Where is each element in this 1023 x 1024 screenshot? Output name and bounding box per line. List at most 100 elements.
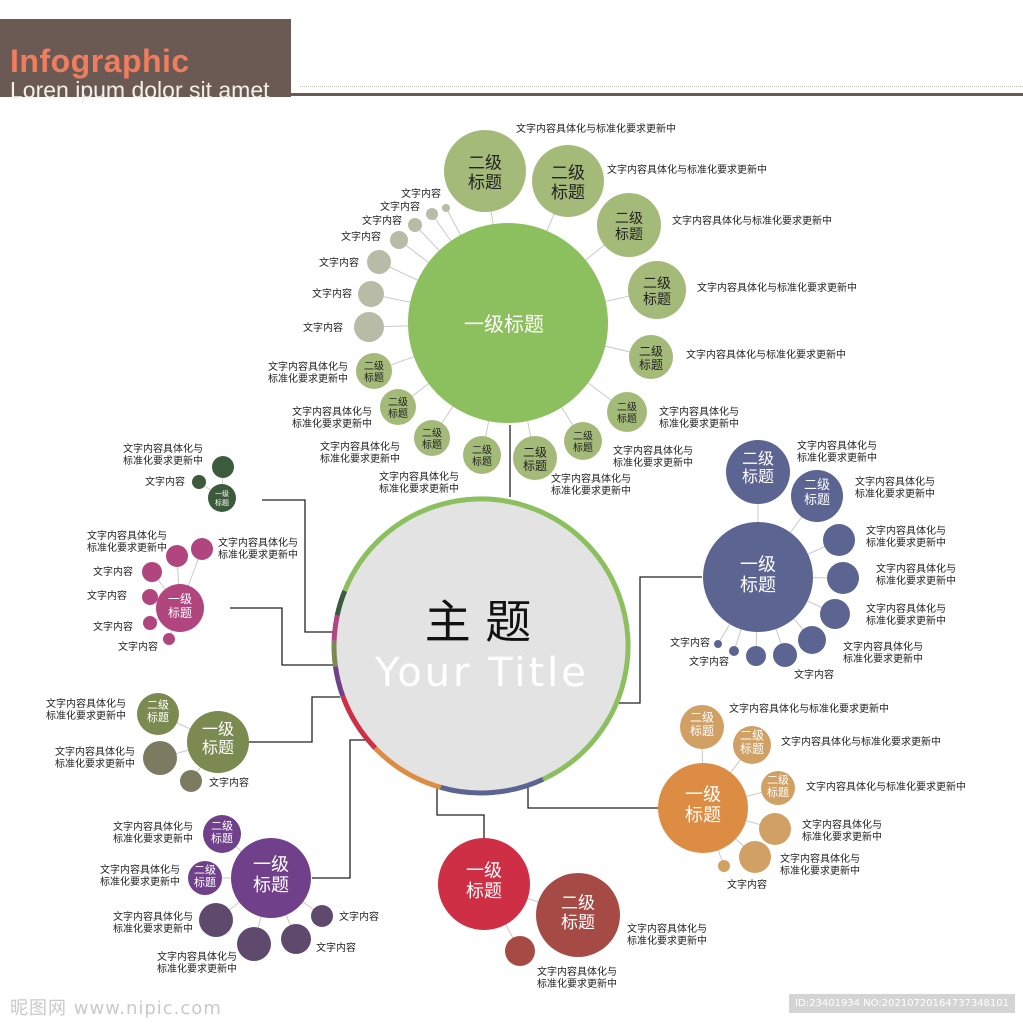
text-label: 文字内容 (339, 910, 379, 923)
center-subtitle: Your Title (374, 650, 589, 696)
text-dot-orange (718, 860, 730, 872)
level2-node-green (564, 422, 602, 460)
description-text: 文字内容具体化与 (113, 910, 193, 923)
description-text: 文字内容具体化与 (292, 405, 372, 418)
text-label: 文字内容 (794, 668, 834, 681)
description-text: 文字内容具体化与标准化要求更新中 (806, 780, 966, 793)
text-dot-navy (823, 524, 855, 556)
node-label: 二级 (690, 710, 714, 724)
text-dot-pink (143, 616, 157, 630)
node-label: 标题 (740, 575, 776, 596)
description-text: 标准化要求更新中 (320, 452, 400, 465)
node-label: 二级 (643, 276, 671, 292)
header-rule (291, 93, 1023, 96)
level2-node-orange (761, 771, 795, 805)
text-dot-purple (237, 927, 271, 961)
text-dot-orange (739, 841, 771, 873)
node-label: 二级 (767, 773, 789, 786)
text-label: 文字内容 (93, 620, 133, 633)
text-label: 文字内容 (689, 655, 729, 668)
description-text: 标准化要求更新中 (866, 614, 946, 627)
level2-node-red (536, 873, 620, 957)
description-text: 标准化要求更新中 (379, 482, 459, 495)
node-label: 标题 (617, 413, 637, 425)
node-label: 二级 (740, 728, 764, 742)
description-text: 文字内容具体化与 (843, 640, 923, 653)
text-dot-dark-green (212, 456, 234, 478)
description-text: 文字内容具体化与 (780, 852, 860, 865)
node-label: 标题 (685, 805, 721, 826)
description-text: 文字内容具体化与 (123, 442, 203, 455)
description-text: 标准化要求更新中 (843, 652, 923, 665)
description-text: 标准化要求更新中 (123, 454, 203, 467)
node-label: 标题 (551, 183, 585, 203)
node-label: 标题 (804, 493, 830, 508)
text-dot-purple (311, 905, 333, 927)
node-label: 二级 (422, 428, 442, 440)
footer: 昵图网 www.nipic.com ID:23401934 NO:2021072… (0, 990, 1023, 1024)
text-dot-red (505, 936, 535, 966)
description-text: 文字内容具体化与 (551, 472, 631, 485)
text-dot-olive (180, 770, 202, 792)
node-label: 标题 (211, 831, 233, 845)
node-label: 标题 (466, 881, 502, 902)
description-text: 文字内容具体化与 (157, 950, 237, 963)
description-text: 文字内容具体化与标准化要求更新中 (607, 163, 767, 176)
level2-node-green (607, 392, 647, 432)
center-ring-segment (331, 614, 340, 641)
node-label: 标题 (742, 467, 774, 486)
text-label: 文字内容 (93, 565, 133, 578)
description-text: 标准化要求更新中 (780, 864, 860, 877)
level2-node-navy (791, 470, 843, 522)
center-ring-segment (331, 640, 338, 667)
text-dot-grey (354, 312, 384, 342)
level1-title: 一级标题 (464, 312, 544, 336)
text-label: 文字内容 (401, 187, 441, 200)
text-dot-grey (367, 250, 391, 274)
description-text: 文字内容具体化与 (55, 745, 135, 758)
description-text: 标准化要求更新中 (100, 875, 180, 888)
level2-node-green (380, 389, 416, 425)
text-label: 文字内容 (312, 287, 352, 300)
description-text: 标准化要求更新中 (113, 832, 193, 845)
header-subtitle: Loren ipum dolor sit amet (10, 77, 270, 103)
node-label: 一级 (202, 720, 234, 739)
node-label: 标题 (388, 408, 408, 420)
level2-node-purple (203, 815, 241, 853)
text-label: 文字内容 (303, 321, 343, 334)
level1-node-dark-green (208, 484, 236, 512)
level1-node-green (408, 223, 608, 423)
node-label: 二级 (742, 449, 774, 468)
node-label: 一级 (253, 854, 289, 875)
text-label: 文字内容 (380, 200, 420, 213)
text-label: 文字内容 (362, 214, 402, 227)
node-label: 二级 (573, 431, 593, 443)
node-label: 标题 (422, 439, 442, 451)
description-text: 文字内容具体化与标准化要求更新中 (516, 122, 676, 135)
level1-node-olive (187, 711, 249, 773)
description-text: 标准化要求更新中 (876, 574, 956, 587)
text-dot-olive (143, 741, 177, 775)
node-label: 标题 (364, 372, 384, 384)
center-title: 主 题 (425, 595, 532, 649)
text-label: 文字内容 (341, 230, 381, 243)
text-label: 文字内容 (209, 776, 249, 789)
header-banner: Infographic Loren ipum dolor sit amet (0, 19, 291, 103)
node-label: 一级 (215, 489, 229, 498)
footer-id-badge: ID:23401934 NO:20210720164737348101 (789, 994, 1015, 1013)
center-ring-segment (332, 666, 346, 698)
node-label: 一级 (466, 860, 502, 881)
description-text: 文字内容具体化与 (87, 529, 167, 542)
node-label: 二级 (615, 211, 643, 227)
description-text: 标准化要求更新中 (87, 541, 167, 554)
center-ring-segment (439, 776, 545, 796)
level1-node-navy (703, 522, 813, 632)
node-label: 标题 (615, 227, 643, 243)
description-text: 标准化要求更新中 (268, 372, 348, 385)
node-label: 标题 (643, 292, 671, 308)
description-text: 标准化要求更新中 (218, 548, 298, 561)
node-label: 一级 (168, 592, 192, 606)
description-text: 文字内容具体化与 (379, 470, 459, 483)
level2-node-green (597, 193, 661, 257)
